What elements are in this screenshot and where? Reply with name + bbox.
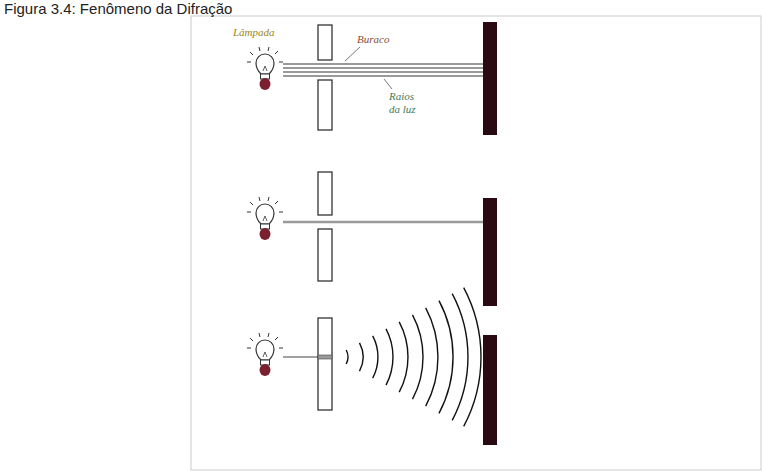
- lamp-icon: [247, 47, 283, 90]
- rays-label: Raios da luz: [388, 90, 424, 115]
- wall: [318, 229, 332, 281]
- leader-line: [345, 47, 360, 61]
- lamp-icon: [247, 333, 283, 376]
- diffraction-waves: [346, 288, 481, 427]
- small-hole: [318, 355, 332, 359]
- wall: [318, 172, 332, 215]
- hole-label: Buraco: [356, 33, 390, 46]
- screen: [483, 198, 497, 306]
- wall: [318, 25, 332, 60]
- light-ray: [283, 356, 318, 357]
- leader-line: [384, 79, 392, 89]
- lamp-label: Lâmpada: [232, 26, 276, 39]
- figure-title: Figura 3.4: Fenômeno da Difração: [4, 0, 232, 17]
- light-ray: [283, 221, 484, 224]
- figure-frame: [191, 16, 761, 470]
- wall: [318, 318, 332, 410]
- lamp-icon: [247, 197, 283, 240]
- light-rays: [283, 64, 484, 76]
- wall: [318, 80, 332, 130]
- screen: [483, 335, 497, 445]
- screen: [483, 22, 497, 135]
